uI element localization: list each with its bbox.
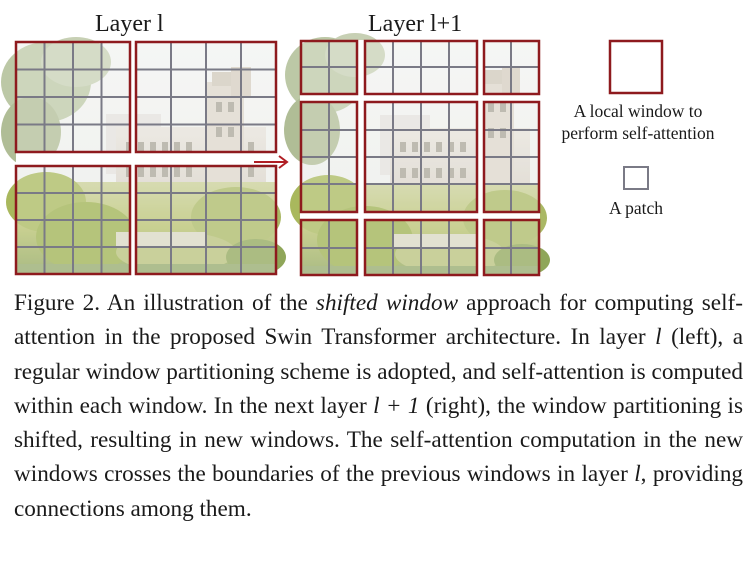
window-r-4 [299, 100, 359, 214]
window-r-2 [363, 39, 479, 96]
legend-window-line-1: A local window to [573, 101, 703, 121]
layer-l-grid [1, 37, 286, 276]
window-r-3 [482, 39, 541, 96]
patch-grid-right [300, 40, 540, 276]
legend-patch-label: A patch [609, 198, 663, 218]
caption-suffix: , providing connections among them. [14, 461, 744, 522]
caption-var-l2: l [634, 461, 641, 488]
local-window-frames-right [299, 39, 541, 277]
window-l-3 [14, 164, 132, 276]
caption-middle-1: approach for computing self-attention in… [14, 290, 743, 351]
legend-patch-swatch [623, 166, 649, 190]
layer-l1-grid [284, 33, 550, 277]
patch-grid-left [16, 42, 276, 274]
window-r-5 [363, 100, 479, 214]
window-r-8 [363, 218, 479, 277]
caption-middle-3: (right), the window partitioning is shif… [14, 392, 743, 488]
swin-diagram [1, 33, 664, 277]
caption-middle-2: (left), a regular window partitioning sc… [14, 324, 743, 419]
caption-var-l: l [655, 324, 662, 351]
layer-l-label: Layer l [95, 11, 164, 37]
legend-window-swatch [608, 39, 664, 95]
window-r-7 [299, 218, 359, 277]
caption-prefix: Figure 2. An illustration of the [14, 290, 316, 316]
figure-caption: Figure 2. An illustration of the shifted… [14, 286, 743, 526]
layer-l1-label: Layer l+1 [368, 11, 463, 37]
window-l-2 [134, 40, 278, 154]
local-window-frames-left [14, 40, 278, 276]
window-r-1 [299, 39, 359, 96]
window-l-1 [14, 40, 132, 154]
caption-emphasis: shifted window [315, 290, 459, 316]
window-r-6 [482, 100, 541, 214]
window-l-4 [134, 164, 278, 276]
caption-var-l1: l + 1 [373, 392, 420, 419]
shift-arrow [254, 155, 289, 169]
legend-window-line-2: perform self-attention [561, 122, 715, 143]
legend-window-label: A local window to perform self-attention [545, 101, 731, 145]
window-r-9 [482, 218, 541, 277]
